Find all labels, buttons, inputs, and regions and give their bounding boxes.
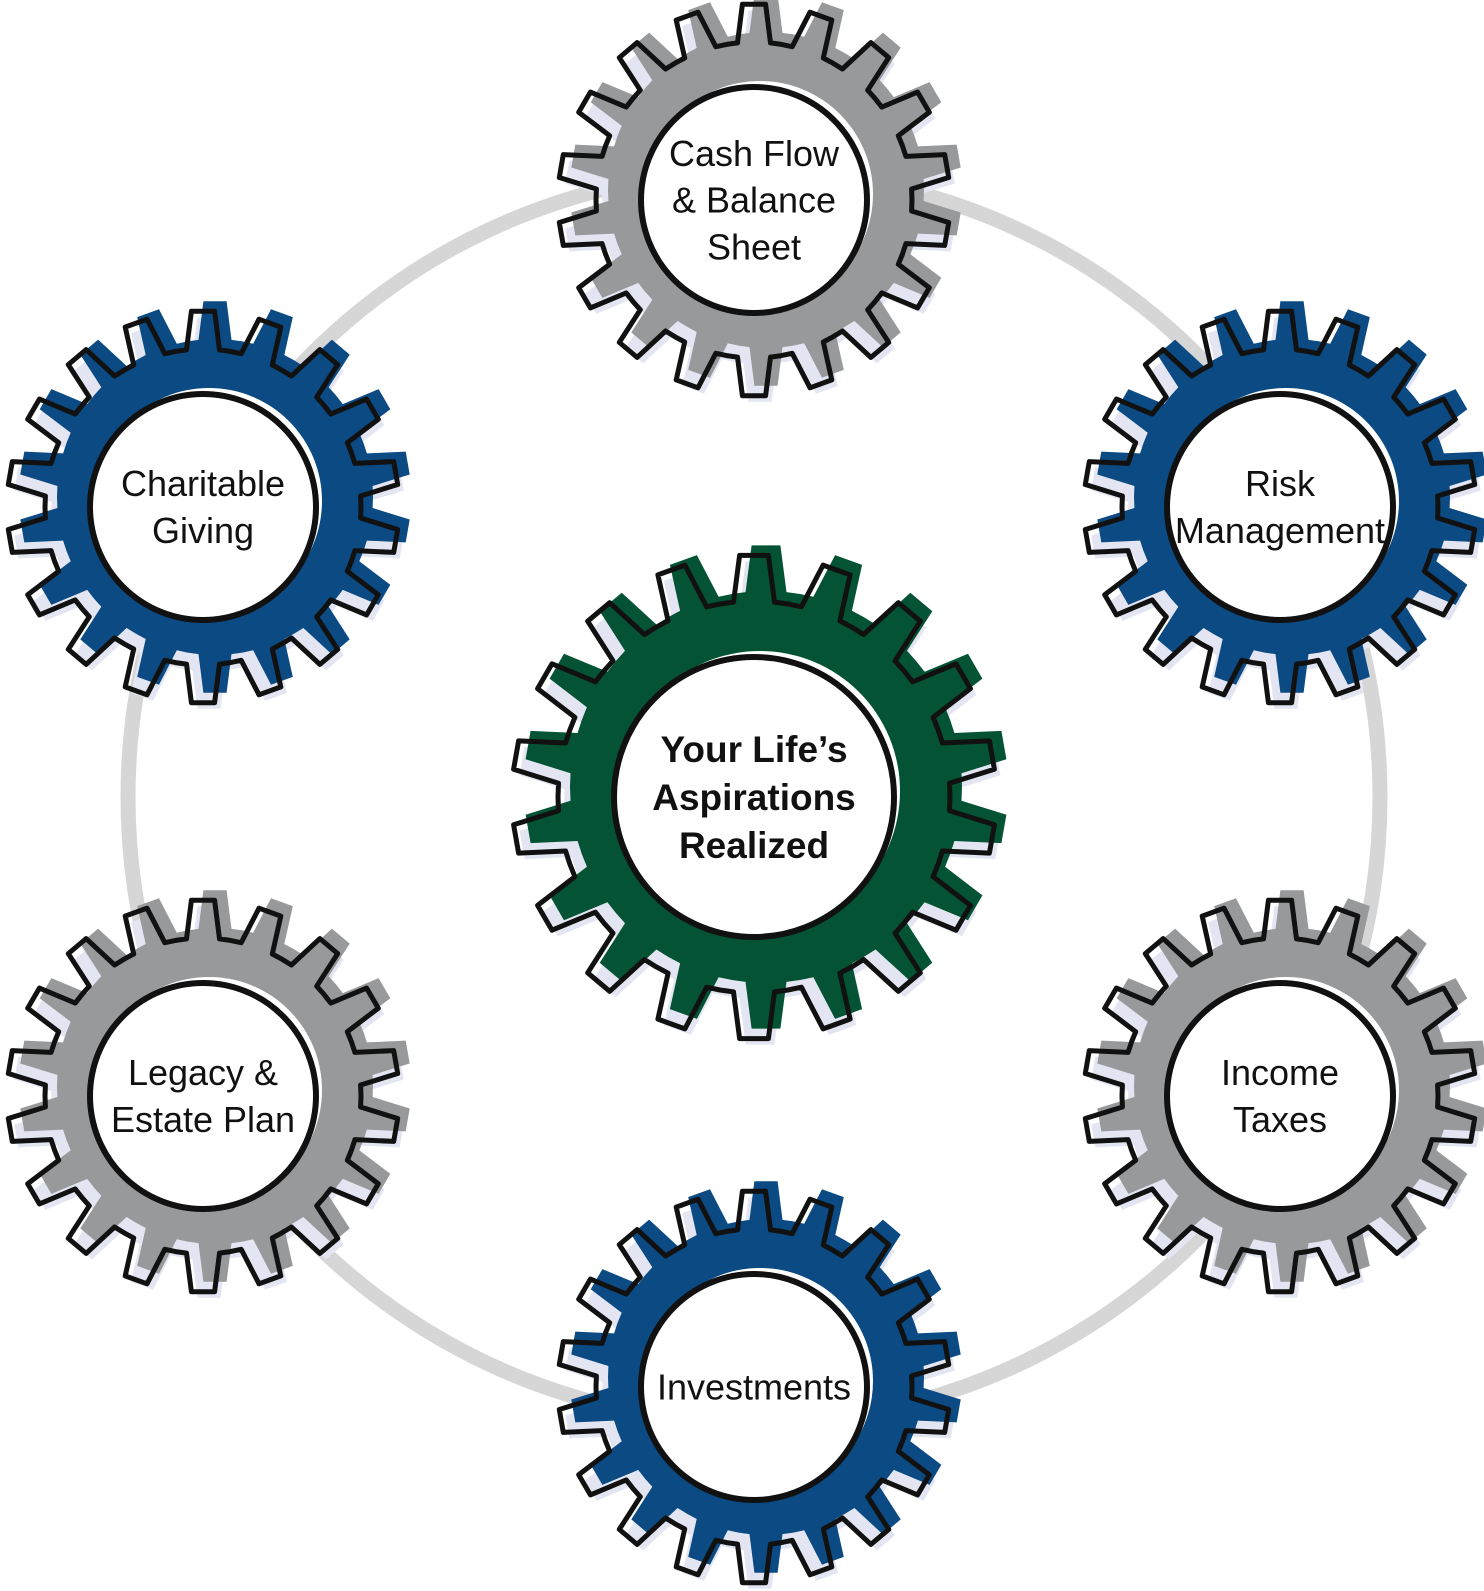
gear-label-line: & Balance [672, 180, 836, 221]
gear-label-line: Aspirations [652, 777, 856, 818]
gear-outline [556, 1188, 952, 1586]
gear-label-line: Taxes [1233, 1099, 1327, 1140]
gear-legacy-estate: Legacy & Estate Plan [5, 890, 410, 1298]
gear-outline [5, 897, 401, 1295]
gear-outline [5, 308, 401, 706]
gear-hub [1164, 980, 1396, 1212]
gear-label-line: Estate Plan [111, 1099, 295, 1140]
gear-hub [638, 1271, 870, 1503]
gear-label-line: Realized [679, 825, 829, 866]
gear-hub [638, 84, 870, 316]
gear-label-line: Income [1221, 1052, 1339, 1093]
gear-label-line: Management [1175, 510, 1385, 551]
gear-hub [1164, 391, 1396, 623]
gear-label-line: Investments [657, 1367, 851, 1408]
gear-hub [87, 980, 319, 1212]
gear-label-line: Giving [152, 510, 254, 551]
gear-label-line: Sheet [707, 226, 801, 267]
gear-outline [556, 1, 952, 399]
gear-hub [611, 654, 897, 940]
gear-label-line: Charitable [121, 463, 285, 504]
gear-label-line: Risk [1245, 463, 1316, 504]
gear-label-line: Cash Flow [669, 133, 840, 174]
gear-label-line: Your Life’s [660, 729, 847, 770]
gear-investments-label: Investments [657, 1367, 851, 1408]
gear-legacy-estate-label: Legacy & Estate Plan [111, 1052, 295, 1140]
gear-hub [87, 391, 319, 623]
gear-investments: Investments [556, 1181, 961, 1589]
gear-outline [1082, 897, 1478, 1295]
gear-label-line: Legacy & [128, 1052, 278, 1093]
gear-outline [1082, 308, 1478, 706]
gear-outline [511, 552, 997, 1042]
